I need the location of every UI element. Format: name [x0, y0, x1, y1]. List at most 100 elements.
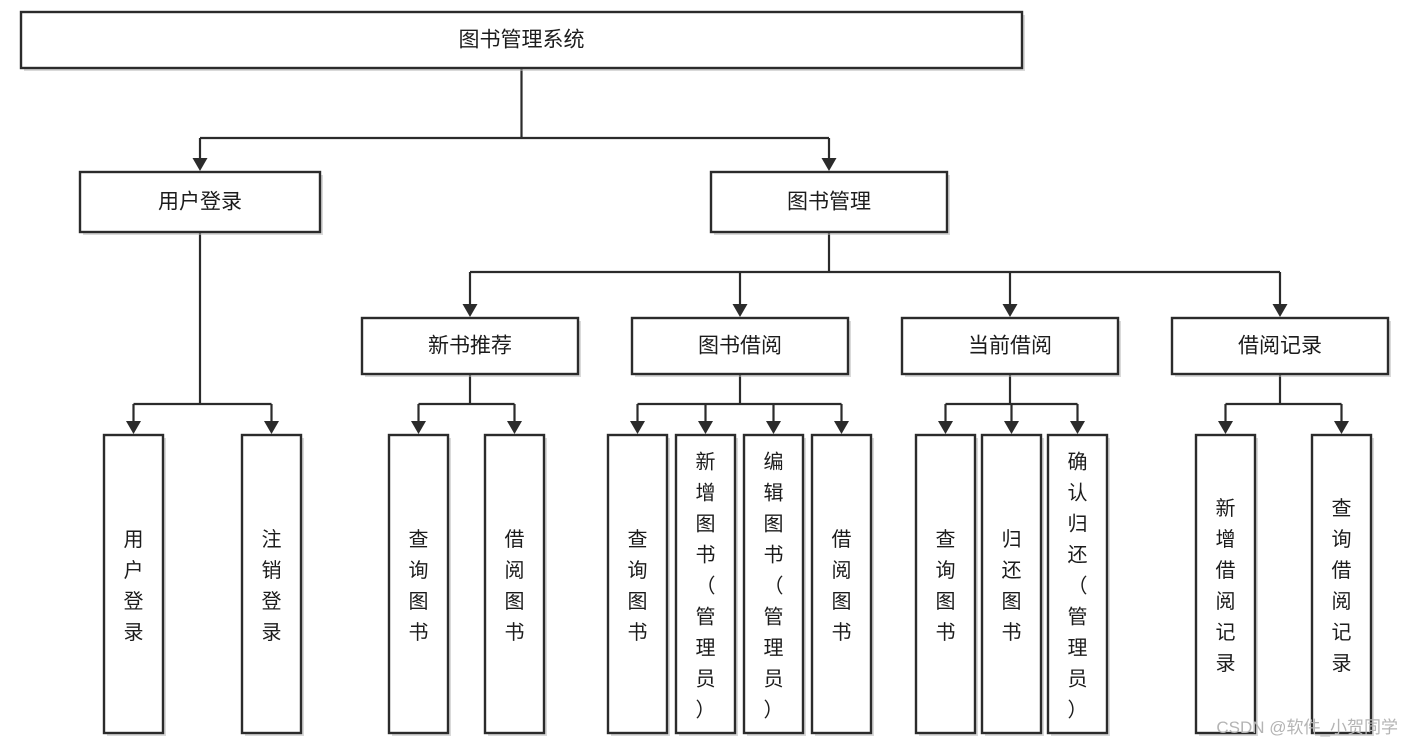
diagram-node-leaf-confirm-return[interactable]: 确认归还（管理员）: [1046, 433, 1110, 736]
node-box[interactable]: [102, 433, 165, 735]
node-label-char: 借: [1332, 559, 1352, 582]
arrow-head-icon: [834, 421, 849, 434]
diagram-node-user-login[interactable]: 用户登录: [78, 170, 323, 235]
node-box[interactable]: [1170, 316, 1390, 376]
node-label: 查询图书: [936, 528, 956, 644]
node-box[interactable]: [1194, 433, 1257, 735]
node-label-char: 查: [409, 528, 429, 551]
node-label-char: 增: [1216, 528, 1236, 551]
diagram-node-leaf-query-book-cb[interactable]: 查询图书: [914, 433, 978, 736]
node-box[interactable]: [810, 433, 873, 735]
node-label-char: 询: [936, 559, 956, 582]
node-label-char: 书: [409, 621, 429, 644]
node-label-char: 图: [409, 591, 429, 613]
node-label-char: 增: [696, 482, 716, 505]
node-label-char: 书: [1002, 621, 1022, 644]
diagram-node-root[interactable]: 图书管理系统: [19, 10, 1025, 71]
node-label-char: 销: [262, 559, 282, 582]
node-label-char: 阅: [1216, 590, 1236, 613]
node-box[interactable]: [1046, 433, 1109, 735]
node-label-char: 认: [1068, 482, 1088, 505]
node-label-char: 还: [1002, 559, 1022, 582]
node-label-char: 图: [764, 514, 784, 536]
node-box[interactable]: [1310, 433, 1373, 735]
diagram-node-book-manage[interactable]: 图书管理: [709, 170, 950, 235]
node-box[interactable]: [674, 433, 737, 735]
diagram-node-leaf-query-book-bb[interactable]: 查询图书: [606, 433, 670, 736]
connector-group: [938, 374, 1085, 434]
node-label-char: 登: [124, 590, 144, 613]
node-box[interactable]: [240, 433, 303, 735]
node-label-char: 书: [505, 621, 525, 644]
arrow-head-icon: [732, 304, 748, 317]
node-label-char: 图: [505, 591, 525, 613]
diagram-node-leaf-borrow-book-bb[interactable]: 借阅图书: [810, 433, 874, 736]
node-label: 查询图书: [628, 528, 648, 644]
node-label: 用户登录: [158, 191, 242, 214]
node-box[interactable]: [742, 433, 805, 735]
diagram-node-leaf-user-login[interactable]: 用户登录: [102, 433, 166, 736]
node-label-char: 阅: [1332, 590, 1352, 613]
node-label-char: 管: [696, 606, 716, 629]
node-label-char: 查: [936, 528, 956, 551]
node-label-char: 还: [1068, 544, 1088, 567]
diagram-node-borrow-record[interactable]: 借阅记录: [1170, 316, 1391, 377]
arrow-head-icon: [462, 304, 478, 317]
node-box[interactable]: [483, 433, 546, 735]
node-box[interactable]: [19, 10, 1024, 70]
node-label-char: 理: [764, 638, 784, 660]
diagram-node-new-book-rec[interactable]: 新书推荐: [360, 316, 581, 377]
node-label-char: 确: [1068, 451, 1088, 474]
node-box[interactable]: [387, 433, 450, 735]
node-box[interactable]: [606, 433, 669, 735]
node-label-char: ）: [696, 699, 716, 722]
diagram-node-leaf-query-record[interactable]: 查询借阅记录: [1310, 433, 1374, 736]
node-label-char: 图: [1002, 591, 1022, 613]
node-label-char: 用: [124, 529, 144, 551]
node-label-char: 录: [262, 622, 282, 644]
diagram-node-leaf-borrow-book-rec[interactable]: 借阅图书: [483, 433, 547, 736]
arrow-head-icon: [264, 421, 279, 434]
node-label: 新增借阅记录: [1216, 497, 1236, 675]
node-label: 注销登录: [262, 528, 282, 644]
diagram-node-leaf-add-book[interactable]: 新增图书（管理员）: [674, 433, 738, 736]
diagram-node-leaf-logout[interactable]: 注销登录: [240, 433, 304, 736]
diagram-node-book-borrow[interactable]: 图书借阅: [630, 316, 851, 377]
node-label-char: 图: [832, 591, 852, 613]
node-label: 当前借阅: [968, 335, 1052, 358]
node-label-char: 书: [936, 621, 956, 644]
arrow-head-icon: [1070, 421, 1085, 434]
node-label: 新书推荐: [428, 335, 512, 358]
node-label-char: 书: [696, 544, 716, 567]
diagram-node-leaf-add-record[interactable]: 新增借阅记录: [1194, 433, 1258, 736]
node-box[interactable]: [980, 433, 1043, 735]
node-box[interactable]: [900, 316, 1120, 376]
node-box[interactable]: [360, 316, 580, 376]
arrow-head-icon: [1004, 421, 1019, 434]
node-box[interactable]: [78, 170, 322, 234]
node-label-char: 理: [696, 638, 716, 660]
diagram-node-leaf-edit-book[interactable]: 编辑图书（管理员）: [742, 433, 806, 736]
node-label-char: 图: [628, 591, 648, 613]
node-label-char: 户: [124, 559, 144, 582]
node-box[interactable]: [709, 170, 949, 234]
node-label-char: 书: [832, 621, 852, 644]
node-label-char: 录: [124, 622, 144, 644]
diagram-node-leaf-query-book-rec[interactable]: 查询图书: [387, 433, 451, 736]
node-label: 借阅图书: [505, 528, 525, 644]
node-label-char: 借: [505, 528, 525, 551]
node-label-char: ）: [1068, 699, 1088, 722]
node-label-char: 新: [1216, 497, 1236, 520]
node-label: 查询图书: [409, 528, 429, 644]
node-label-char: 员: [696, 669, 716, 691]
diagram-node-leaf-return-book[interactable]: 归还图书: [980, 433, 1044, 736]
node-label-char: 查: [628, 528, 648, 551]
node-label-char: 管: [764, 606, 784, 629]
diagram-node-current-borrow[interactable]: 当前借阅: [900, 316, 1121, 377]
node-box[interactable]: [630, 316, 850, 376]
arrow-head-icon: [1218, 421, 1233, 434]
node-label-char: 询: [409, 559, 429, 582]
node-box[interactable]: [914, 433, 977, 735]
node-label-char: 询: [628, 559, 648, 582]
